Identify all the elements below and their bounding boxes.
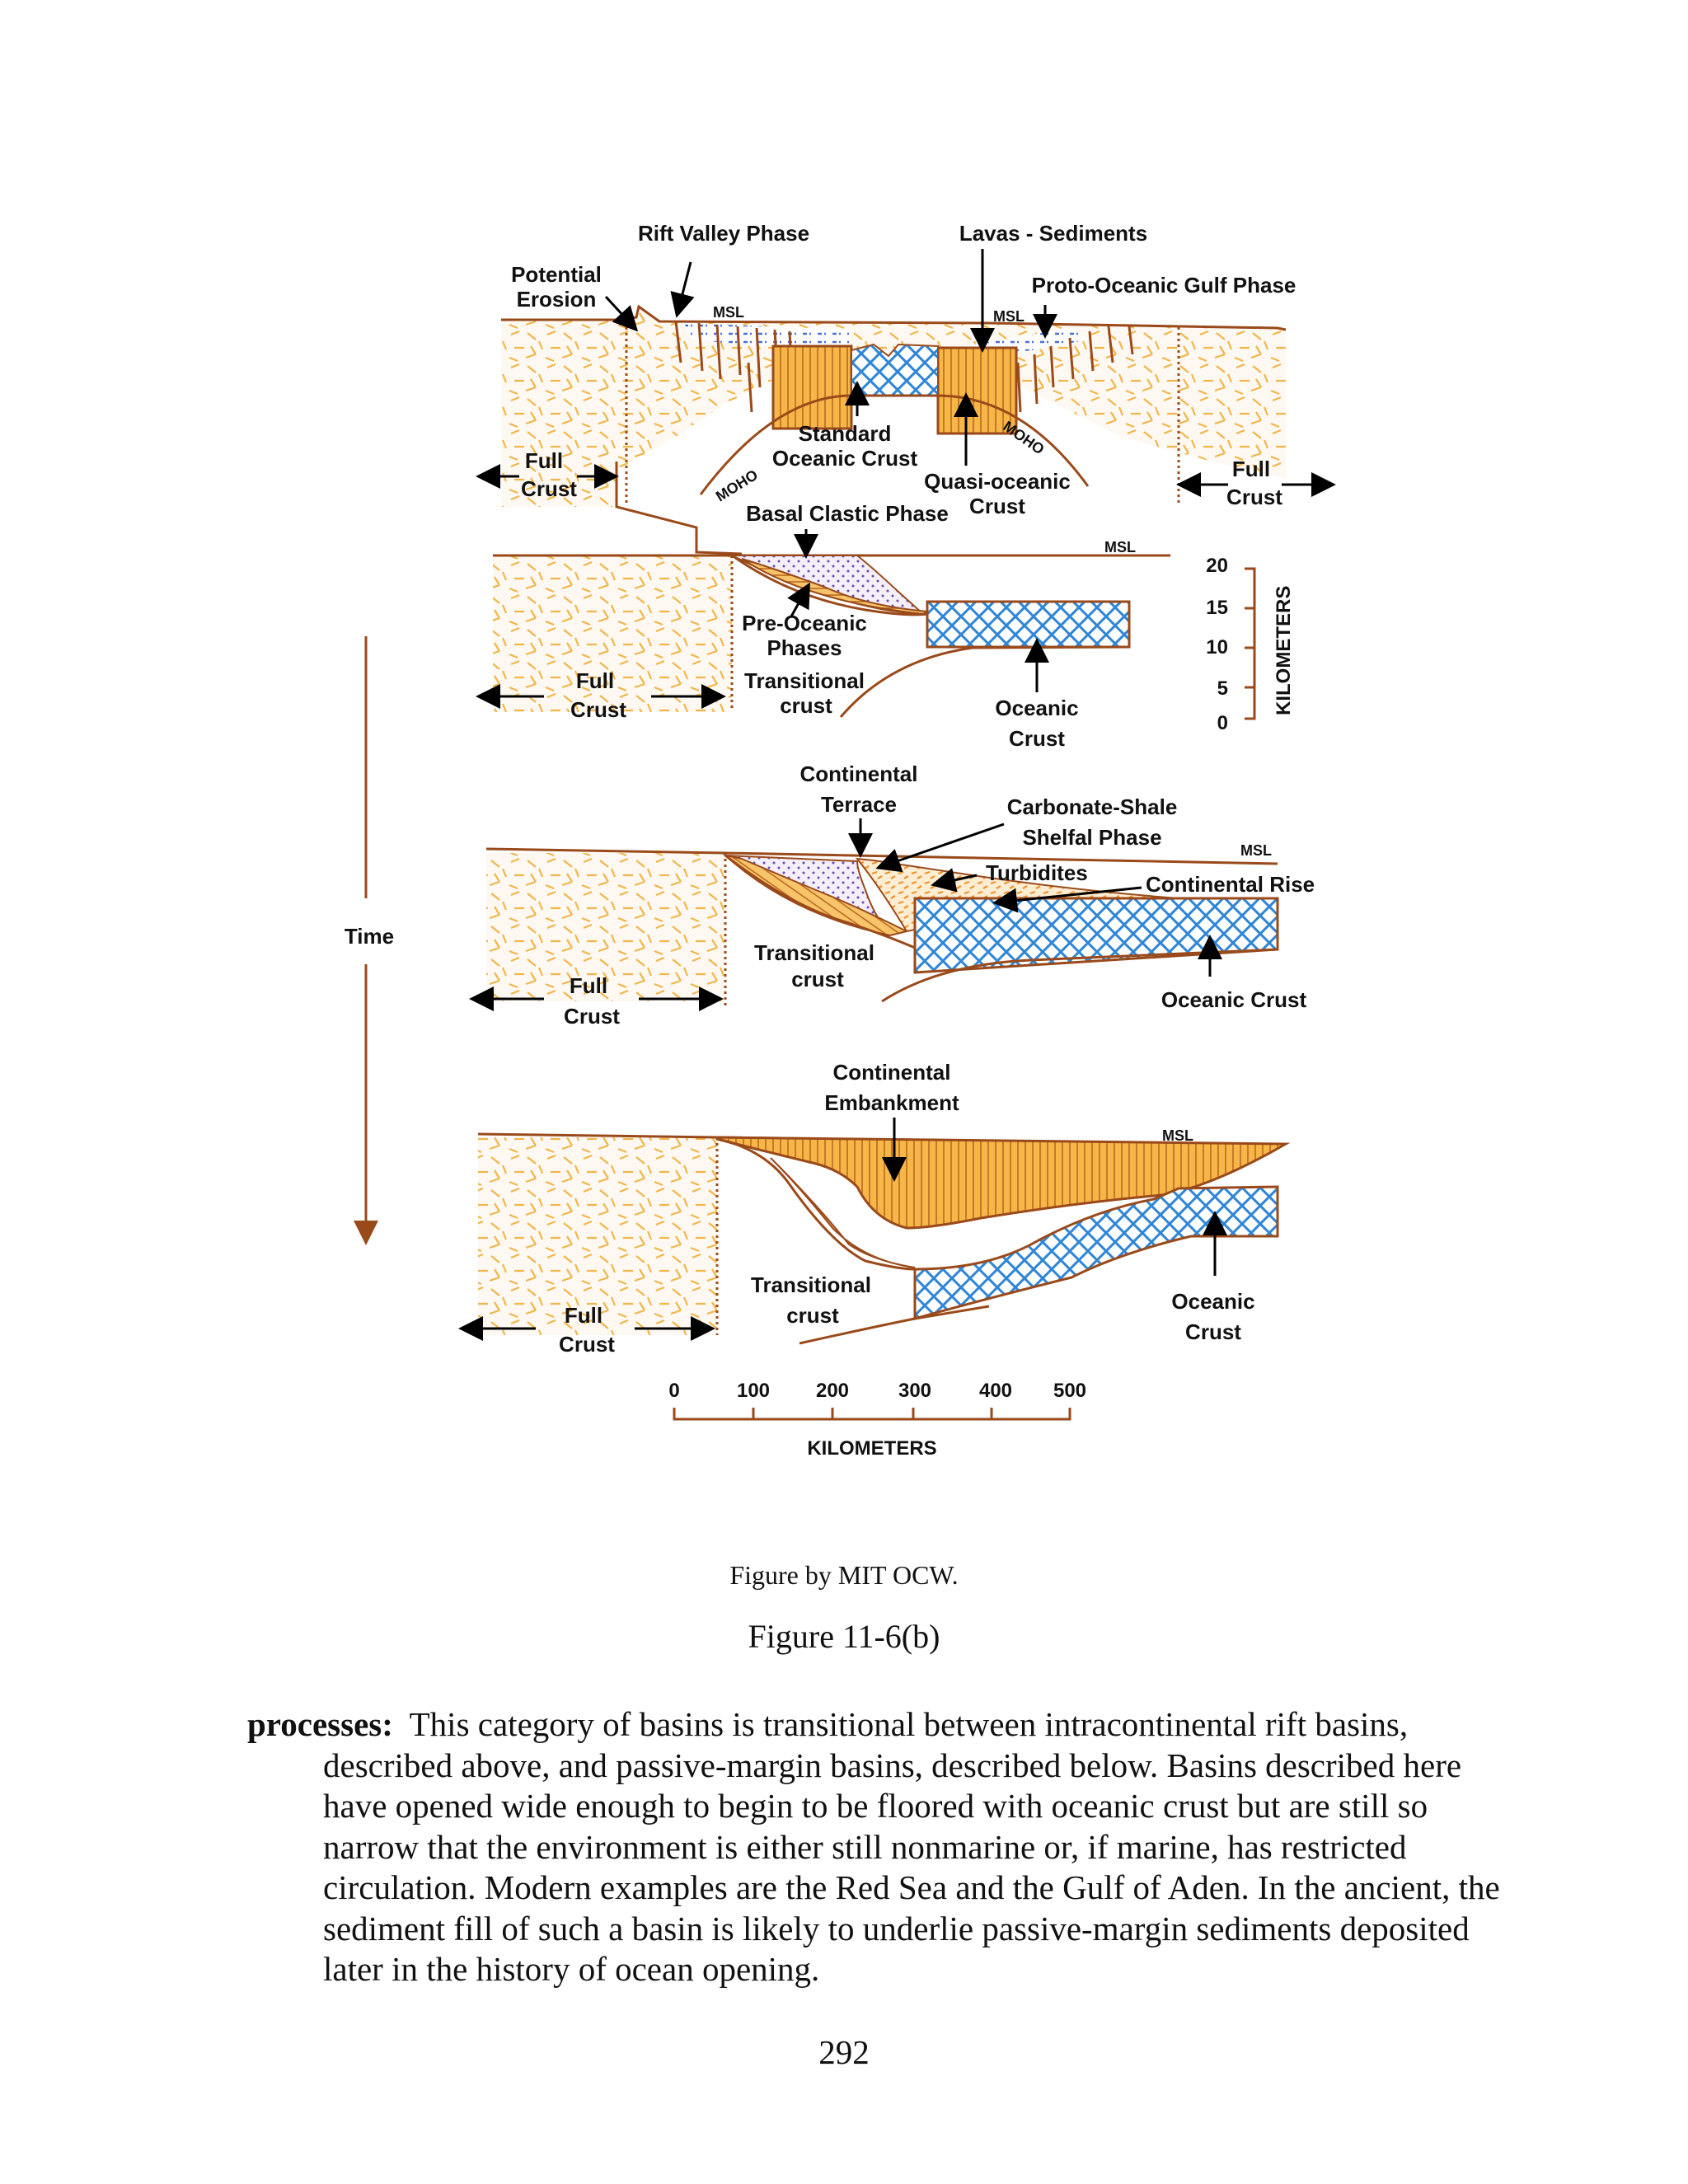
label-crust-p1-left: Crust [521,476,577,501]
label-quasi-crust: Crust [969,494,1025,518]
geologic-figure: Rift Valley Phase Lavas - Sediments Pote… [0,0,1688,1525]
label-full-p1-right: Full [1232,457,1270,481]
tick-h-400: 400 [979,1380,1012,1402]
label-crust-lower-p2: crust [780,693,832,718]
label-crust-p1-right: Crust [1226,485,1282,509]
vertical-km-scale: 20 15 10 5 0 KILOMETERS [1206,555,1295,734]
tick-v-20: 20 [1206,555,1228,577]
label-lavas-sediments: Lavas - Sediments [959,221,1147,246]
label-moho-right: MOHO [1000,418,1047,458]
tick-h-0: 0 [668,1380,679,1402]
label-shelfal-phase: Shelfal Phase [1022,825,1161,850]
label-continental-p3: Continental [800,762,918,786]
label-transitional-p4: Transitional [751,1272,871,1297]
time-arrow: Time [345,636,394,1240]
label-oceanic-p2: Oceanic [995,696,1078,720]
label-continental-p4: Continental [833,1060,951,1085]
tick-h-100: 100 [737,1380,770,1402]
label-proto-oceanic: Proto-Oceanic Gulf Phase [1032,273,1296,298]
label-transitional-p2: Transitional [744,668,865,693]
horizontal-km-scale: 0 100 200 300 400 500 KILOMETERS [668,1380,1086,1460]
label-time: Time [345,924,394,949]
label-crust-lower-p4: crust [786,1303,839,1328]
label-carbonate-shale: Carbonate-Shale [1007,794,1178,819]
label-msl-p2: MSL [1104,539,1136,555]
label-full-p2: Full [576,668,614,693]
label-basal-clastic: Basal Clastic Phase [746,501,949,526]
label-terrace: Terrace [821,792,897,817]
tick-h-300: 300 [898,1380,931,1402]
paragraph-text: This category of basins is transitional … [323,1705,1500,1988]
vertical-scale-label: KILOMETERS [1273,586,1295,715]
horizontal-scale-label: KILOMETERS [807,1437,936,1460]
label-full-p4: Full [565,1303,603,1328]
figure-caption: Figure 11-6(b) [0,1617,1688,1656]
label-phases: Phases [767,635,842,660]
label-oceanic-crust-p4: Crust [1185,1319,1241,1344]
page-number: 292 [0,2032,1688,2072]
tick-v-15: 15 [1206,597,1228,619]
tick-v-0: 0 [1217,712,1228,734]
label-standard: Standard [799,421,892,446]
label-turbidites: Turbidites [986,860,1088,885]
tick-v-5: 5 [1217,677,1228,700]
tick-h-500: 500 [1053,1380,1086,1402]
label-crust-p2: Crust [570,697,626,722]
paragraph-term: processes: [247,1705,393,1743]
label-pre-oceanic: Pre-Oceanic [742,611,867,635]
tick-v-10: 10 [1206,636,1228,658]
label-full-p3: Full [570,973,607,998]
label-oceanic-crust-p1: Oceanic Crust [772,446,918,471]
label-crust-p4: Crust [559,1332,615,1357]
label-potential: Potential [511,262,602,287]
label-continental-rise: Continental Rise [1146,872,1315,897]
label-transitional-p3: Transitional [754,940,874,965]
label-crust-lower-p3: crust [791,967,844,991]
label-msl-p1-left: MSL [713,304,744,321]
label-oceanic-crust-p3: Oceanic Crust [1161,987,1307,1012]
figure-credit: Figure by MIT OCW. [0,1560,1688,1591]
label-oceanic-crust-p2: Crust [1009,726,1065,751]
label-msl-p3: MSL [1240,842,1272,859]
label-rift-valley-phase: Rift Valley Phase [638,221,809,246]
label-full-p1-left: Full [525,448,563,473]
tick-h-200: 200 [816,1380,849,1402]
label-erosion: Erosion [517,287,597,312]
label-msl-p1-right: MSL [993,308,1025,325]
label-quasi-oceanic: Quasi-oceanic [924,469,1071,494]
body-paragraph: processes: This category of basins is tr… [247,1704,1526,1990]
label-oceanic-p4: Oceanic [1171,1289,1254,1314]
label-msl-p4: MSL [1162,1127,1193,1144]
label-embankment: Embankment [824,1090,959,1115]
label-crust-p3: Crust [564,1004,620,1029]
